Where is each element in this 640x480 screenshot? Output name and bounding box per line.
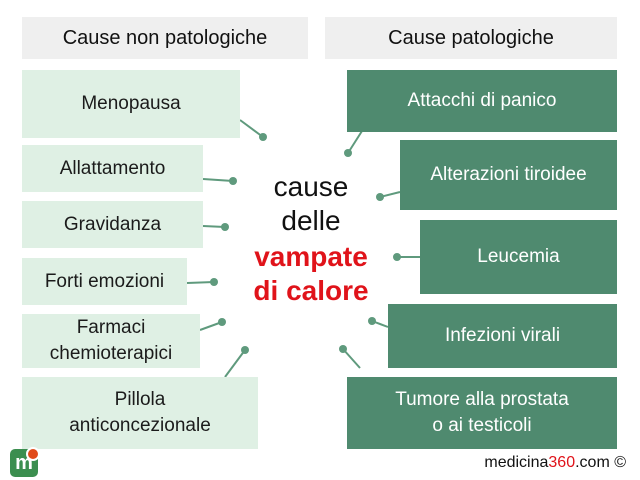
cause-box-infezioni-virali: Infezioni virali: [388, 304, 617, 368]
connector-dot: [218, 318, 226, 326]
connector-dot: [221, 223, 229, 231]
connector-dot: [241, 346, 249, 354]
footer-brand-number: 360: [548, 454, 576, 471]
cause-box-allattamento: Allattamento: [22, 145, 203, 192]
cause-box-alterazioni-tiroidee: Alterazioni tiroidee: [400, 140, 617, 210]
connector-forti-emozioni: [186, 281, 215, 284]
connector-attacchi: [347, 130, 363, 154]
logo-dot: [26, 447, 40, 461]
connector-allattamento: [202, 178, 234, 182]
connector-pillola: [224, 349, 246, 378]
connector-dot: [376, 193, 384, 201]
cause-box-forti-emozioni: Forti emozioni: [22, 258, 187, 305]
center-title-line1: cause: [273, 171, 349, 202]
connector-dot: [259, 133, 267, 141]
center-title-line2: delle: [281, 205, 341, 236]
cause-box-menopausa: Menopausa: [22, 70, 240, 138]
cause-box-farmaci: Farmaci chemioterapici: [22, 314, 200, 368]
center-title-highlight1: vampate: [254, 241, 368, 272]
connector-menopausa: [239, 119, 264, 138]
connector-dot: [229, 177, 237, 185]
connector-dot: [368, 317, 376, 325]
connector-tumore: [342, 348, 361, 369]
medicina360-logo-icon: m: [10, 447, 40, 477]
center-title-highlight2: di calore: [253, 275, 369, 306]
connector-dot: [344, 149, 352, 157]
cause-box-tumore: Tumore alla prostata o ai testicoli: [347, 377, 617, 449]
connector-dot: [210, 278, 218, 286]
cause-box-attacchi-panico: Attacchi di panico: [347, 70, 617, 132]
footer-brand-suffix: .com ©: [575, 454, 626, 471]
header-non-pathological: Cause non patologiche: [22, 17, 308, 59]
connector-dot: [339, 345, 347, 353]
cause-box-pillola: Pillola anticoncezionale: [22, 377, 258, 449]
connector-dot: [393, 253, 401, 261]
header-pathological: Cause patologiche: [325, 17, 617, 59]
cause-box-leucemia: Leucemia: [420, 220, 617, 294]
footer-brand-prefix: medicina: [484, 454, 549, 471]
cause-box-gravidanza: Gravidanza: [22, 201, 203, 248]
footer-brand: medicina360.com ©: [484, 454, 626, 472]
